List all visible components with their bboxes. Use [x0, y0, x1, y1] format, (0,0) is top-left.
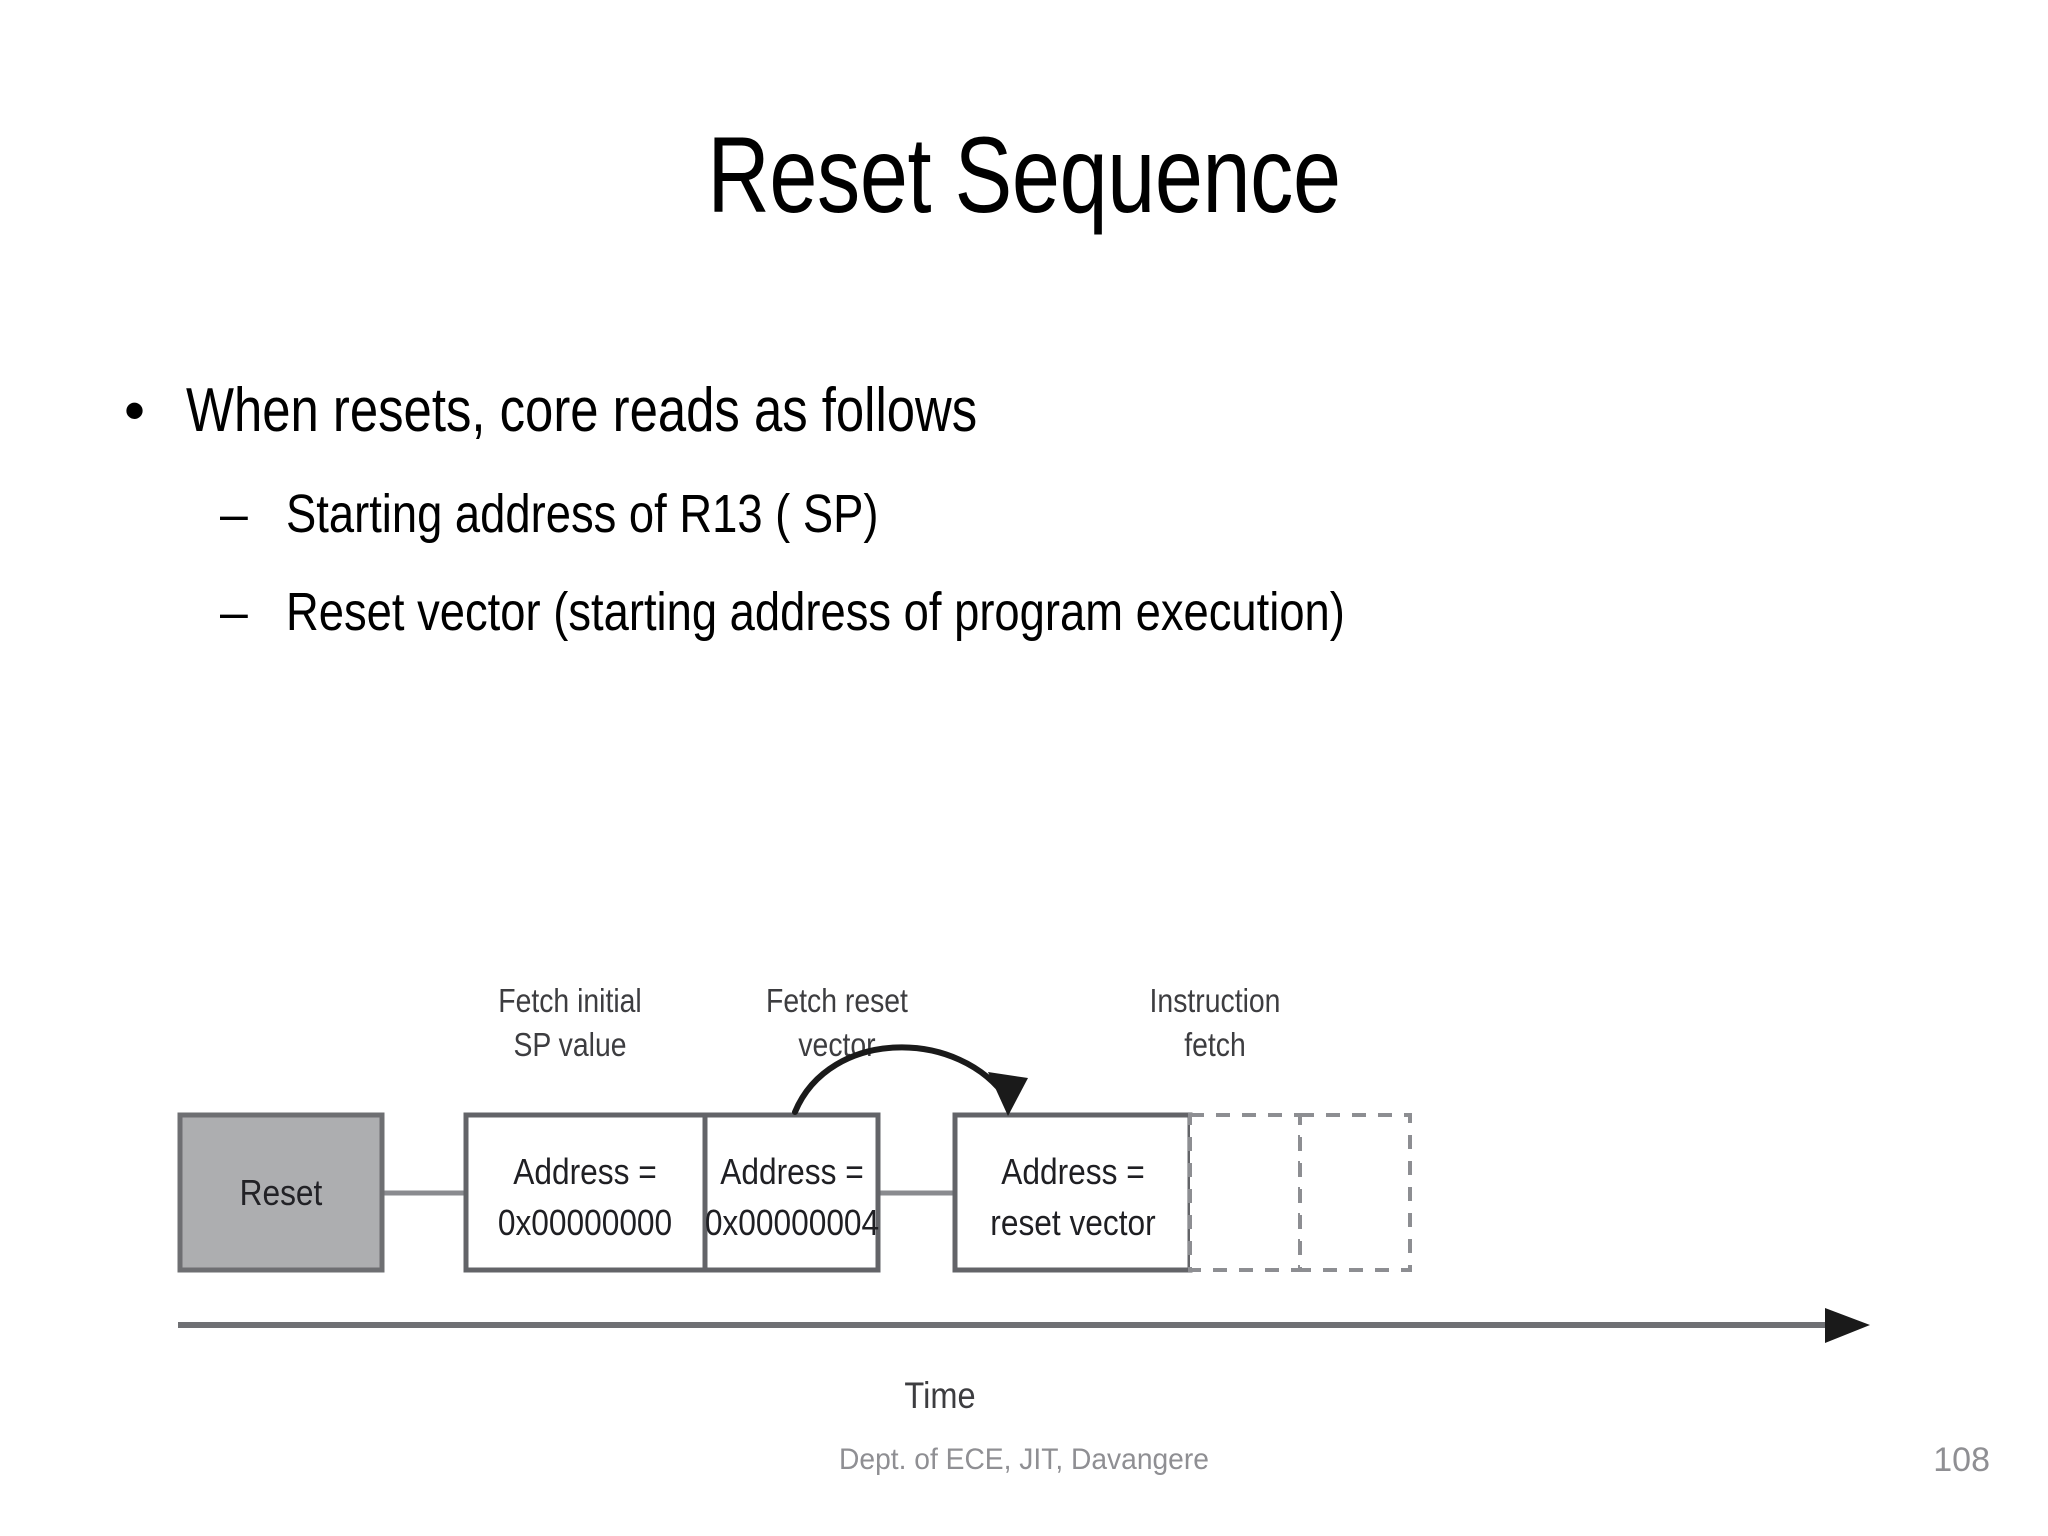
time-axis-label: Time — [904, 1375, 975, 1410]
bullet-level1-item: • When resets, core reads as follows — [110, 372, 1960, 450]
address-0x00000000-box: Address = 0x00000000 — [463, 1112, 708, 1273]
phase-label-line1: Fetch reset — [766, 982, 908, 1020]
time-axis: Time — [178, 1308, 1870, 1410]
page-number: 108 — [1933, 1441, 1990, 1479]
bullet-marker-dash: – — [220, 584, 248, 640]
bullet-marker-dot: • — [124, 377, 146, 444]
phase-label-line1: Fetch initial — [498, 982, 641, 1020]
phase-label-line2: vector — [798, 1026, 875, 1064]
reset-sequence-diagram: Fetch initial SP value Fetch reset vecto… — [170, 960, 1890, 1410]
bullet-level2-text: Reset vector (starting address of progra… — [286, 582, 1345, 642]
bullet-level2-text-wrapper: Starting address of R13 ( SP) — [286, 468, 1960, 560]
address-box-line2: reset vector — [990, 1203, 1155, 1243]
address-box-line2: 0x00000004 — [705, 1203, 879, 1243]
dashed-box-2 — [1298, 1113, 1412, 1272]
address-box-line1: Address = — [720, 1152, 863, 1192]
bullet-level2-text-wrapper: Reset vector (starting address of progra… — [286, 566, 1960, 658]
phase-label-instruction-fetch: Instruction fetch — [1150, 982, 1281, 1064]
address-reset-vector-box: Address = reset vector — [952, 1112, 1193, 1273]
phase-label-line2: fetch — [1184, 1026, 1246, 1064]
footer-text: Dept. of ECE, JIT, Davangere — [839, 1443, 1209, 1476]
bullet-level2-item-starting-address: – Starting address of R13 ( SP) — [220, 468, 1960, 560]
page-title: Reset Sequence — [707, 114, 1341, 235]
phase-label-fetch-reset-vector: Fetch reset vector — [766, 982, 908, 1064]
phase-label-line2: SP value — [513, 1026, 626, 1064]
reset-vector-jump-arrow — [792, 1044, 1028, 1116]
dashed-box-1 — [1188, 1113, 1302, 1272]
phase-label-fetch-initial-sp: Fetch initial SP value — [498, 982, 641, 1064]
address-0x00000004-box: Address = 0x00000004 — [702, 1112, 881, 1273]
time-axis-arrowhead — [1825, 1308, 1870, 1343]
bullet-marker-dash: – — [220, 486, 248, 542]
phase-label-line1: Instruction — [1150, 982, 1281, 1020]
address-box-line2: 0x00000000 — [498, 1203, 672, 1243]
address-box-line1: Address = — [1001, 1152, 1144, 1192]
sub-bullet-group: – Starting address of R13 ( SP) – Reset … — [220, 468, 1960, 658]
bullet-level2-text: Starting address of R13 ( SP) — [286, 484, 879, 544]
reset-box-label: Reset — [240, 1173, 323, 1213]
body-content: • When resets, core reads as follows – S… — [110, 372, 1960, 664]
bullet-level1-text: When resets, core reads as follows — [186, 376, 978, 445]
reset-box: Reset — [177, 1112, 385, 1273]
address-box-line1: Address = — [513, 1152, 656, 1192]
bullet-level2-item-reset-vector: – Reset vector (starting address of prog… — [220, 566, 1960, 658]
